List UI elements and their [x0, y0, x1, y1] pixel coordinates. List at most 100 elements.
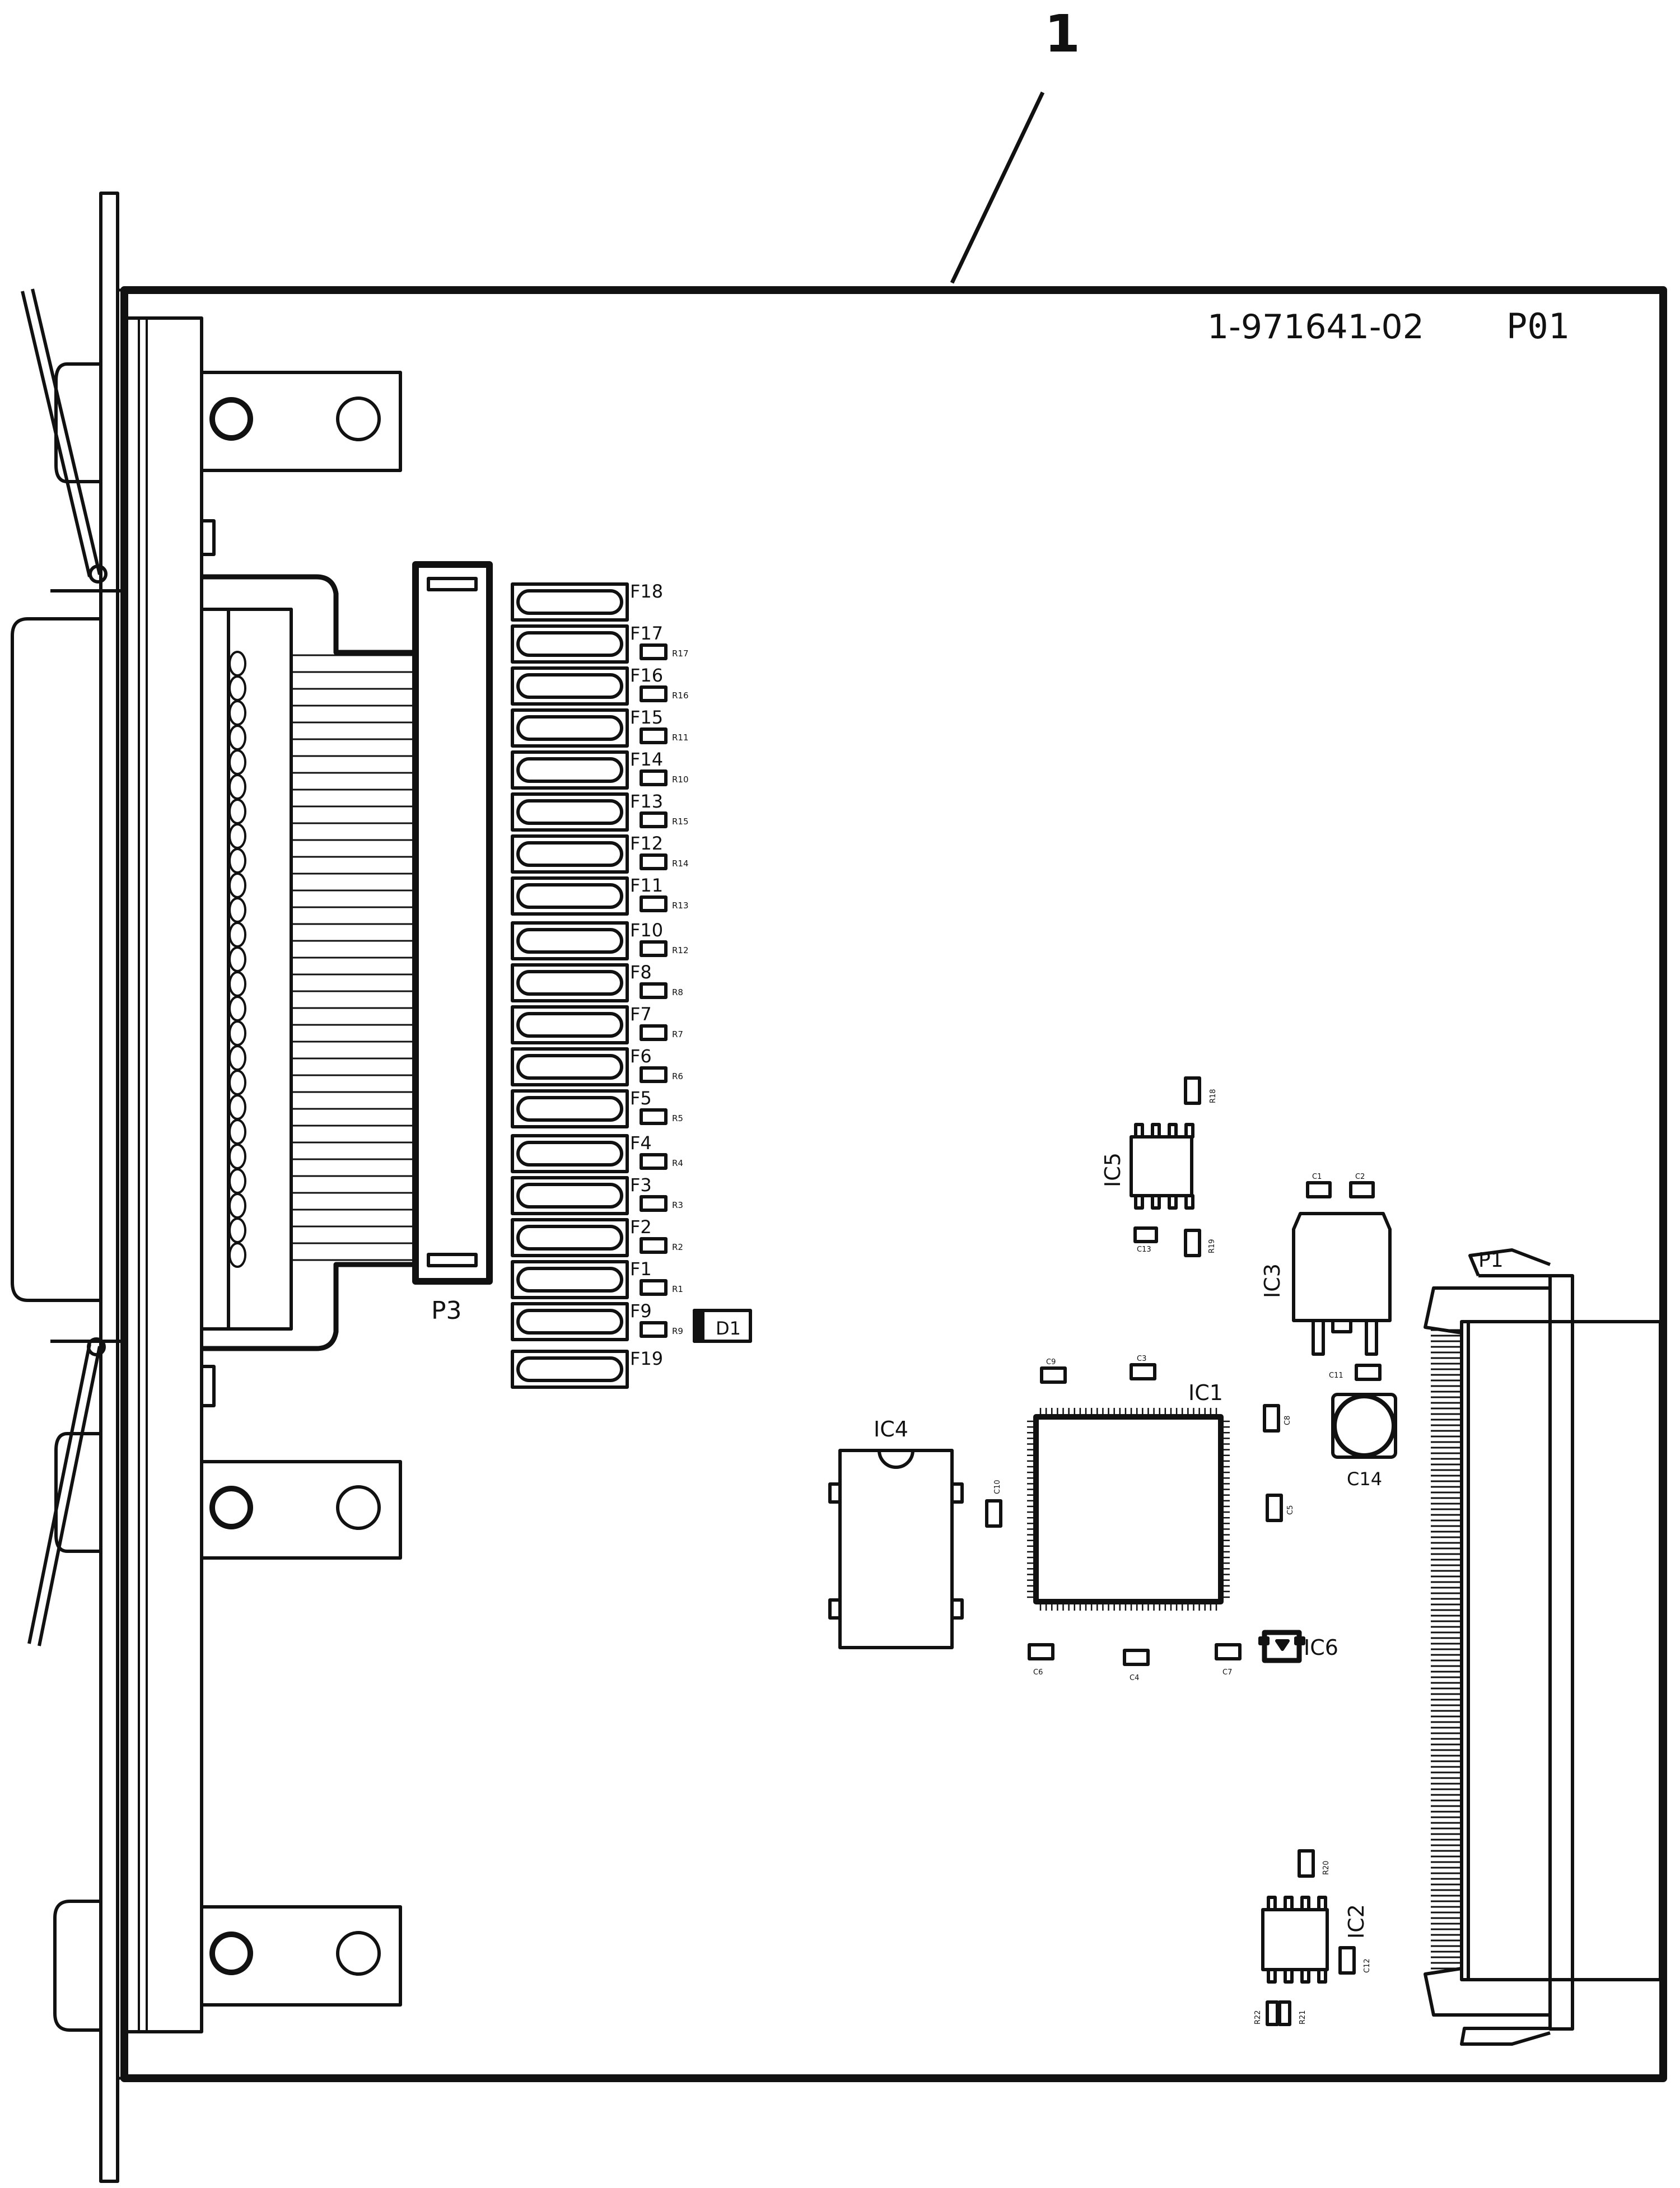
c3-label: C3 — [1137, 1355, 1146, 1363]
ic1-label: IC1 — [1188, 1380, 1223, 1405]
cap-c5 — [1266, 1494, 1283, 1522]
fuse-label-f9: F9 — [630, 1300, 652, 1322]
p3-label: P3 — [431, 1296, 462, 1325]
diode-label: D1 — [716, 1318, 741, 1339]
cap-c10 — [985, 1499, 1002, 1528]
resistor-label-r10: R10 — [672, 775, 689, 785]
fuse-f11 — [511, 876, 629, 916]
c8-label: C8 — [1284, 1416, 1292, 1425]
ic3-label: IC3 — [1260, 1263, 1285, 1298]
resistor-r22 — [1266, 2000, 1279, 2026]
c12-label: C12 — [1363, 1958, 1371, 1973]
ic6-sot — [1262, 1630, 1302, 1663]
fuse-f6 — [511, 1047, 629, 1086]
ic4-dip — [838, 1449, 954, 1649]
board-outline — [120, 286, 1667, 2082]
resistor-r18 — [1184, 1076, 1201, 1105]
callout-number: 1 — [1044, 4, 1080, 64]
fuse-label-f1: F1 — [630, 1258, 652, 1280]
r19-label: R19 — [1208, 1239, 1216, 1253]
resistor-r12 — [640, 940, 668, 957]
fuse-f8 — [511, 963, 629, 1002]
resistor-r17 — [640, 643, 668, 660]
resistor-label-r8: R8 — [672, 987, 683, 997]
ribbon-cable-clamp — [200, 608, 293, 1331]
fuse-f7 — [511, 1005, 629, 1044]
ic6-label: IC6 — [1304, 1635, 1338, 1660]
fuse-f15 — [511, 708, 629, 748]
mounting-tab — [200, 1460, 402, 1560]
resistor-r6 — [640, 1066, 668, 1083]
fuse-f13 — [511, 792, 629, 832]
fuse-label-f10: F10 — [630, 920, 663, 941]
resistor-label-r7: R7 — [672, 1029, 683, 1039]
ic2-label: IC2 — [1344, 1904, 1369, 1939]
board-part-number: 1-971641-02 — [1207, 307, 1424, 347]
ic3-regulator — [1292, 1212, 1392, 1322]
resistor-r20 — [1298, 1849, 1315, 1878]
fuse-f1 — [511, 1260, 629, 1299]
latch-lever-top — [21, 291, 91, 577]
fuse-label-f19: F19 — [630, 1348, 663, 1369]
fuse-label-f13: F13 — [630, 791, 663, 812]
fuse-label-f2: F2 — [630, 1216, 652, 1238]
resistor-label-r6: R6 — [672, 1071, 683, 1081]
resistor-label-r17: R17 — [672, 649, 689, 659]
fuse-label-f17: F17 — [630, 623, 663, 644]
fuse-label-f11: F11 — [630, 875, 663, 896]
mounting-tab — [200, 1905, 402, 2007]
resistor-r16 — [640, 685, 668, 702]
cap-c12 — [1338, 1946, 1356, 1975]
fuse-f4 — [511, 1134, 629, 1173]
fuse-label-f7: F7 — [630, 1004, 652, 1025]
cap-c6 — [1028, 1643, 1054, 1660]
fuse-f5 — [511, 1089, 629, 1128]
resistor-label-r13: R13 — [672, 901, 689, 911]
resistor-label-r2: R2 — [672, 1242, 683, 1252]
fuse-label-f5: F5 — [630, 1088, 652, 1109]
resistor-label-r4: R4 — [672, 1158, 683, 1168]
resistor-label-r3: R3 — [672, 1200, 683, 1210]
resistor-label-r11: R11 — [672, 733, 689, 743]
screw-knob — [53, 1900, 101, 2032]
fuse-label-f8: F8 — [630, 962, 652, 983]
c5-label: C5 — [1286, 1505, 1295, 1515]
cap-c7 — [1215, 1643, 1242, 1660]
r22-label: R22 — [1254, 2010, 1262, 2024]
cap-c1 — [1306, 1181, 1332, 1198]
cap-c8 — [1263, 1404, 1280, 1433]
resistor-r9 — [640, 1321, 668, 1338]
c13-label: C13 — [1137, 1245, 1151, 1254]
fuse-f19 — [511, 1350, 629, 1389]
cap-c3 — [1130, 1363, 1156, 1380]
fuse-label-f4: F4 — [630, 1132, 652, 1154]
c6-label: C6 — [1033, 1668, 1043, 1677]
r21-label: R21 — [1299, 2010, 1307, 2024]
board-revision: P01 — [1506, 306, 1569, 347]
resistor-r14 — [640, 853, 668, 870]
mounting-hole — [209, 397, 253, 441]
latch-lever-bottom — [27, 1343, 91, 1644]
fuse-label-f3: F3 — [630, 1174, 652, 1196]
fuse-f10 — [511, 921, 629, 960]
resistor-label-r1: R1 — [672, 1284, 683, 1294]
p1-connector — [1462, 1320, 1662, 1981]
fuse-label-f15: F15 — [630, 707, 663, 728]
c1-label: C1 — [1312, 1173, 1322, 1181]
fuse-label-f16: F16 — [630, 665, 663, 686]
fuse-f2 — [511, 1218, 629, 1257]
fuse-f12 — [511, 834, 629, 874]
p1-label: P1 — [1478, 1249, 1504, 1272]
resistor-r7 — [640, 1024, 668, 1041]
c9-label: C9 — [1046, 1358, 1056, 1366]
ic1-qfp — [1033, 1414, 1224, 1604]
ic5-chip — [1130, 1135, 1193, 1197]
ribbon-cable-border — [202, 574, 414, 1351]
resistor-r19 — [1184, 1229, 1201, 1257]
ic2-chip — [1261, 1908, 1329, 1971]
cap-c9 — [1040, 1366, 1067, 1384]
fuse-f9 — [511, 1302, 629, 1341]
front-panel — [99, 192, 119, 2183]
resistor-r5 — [640, 1108, 668, 1125]
